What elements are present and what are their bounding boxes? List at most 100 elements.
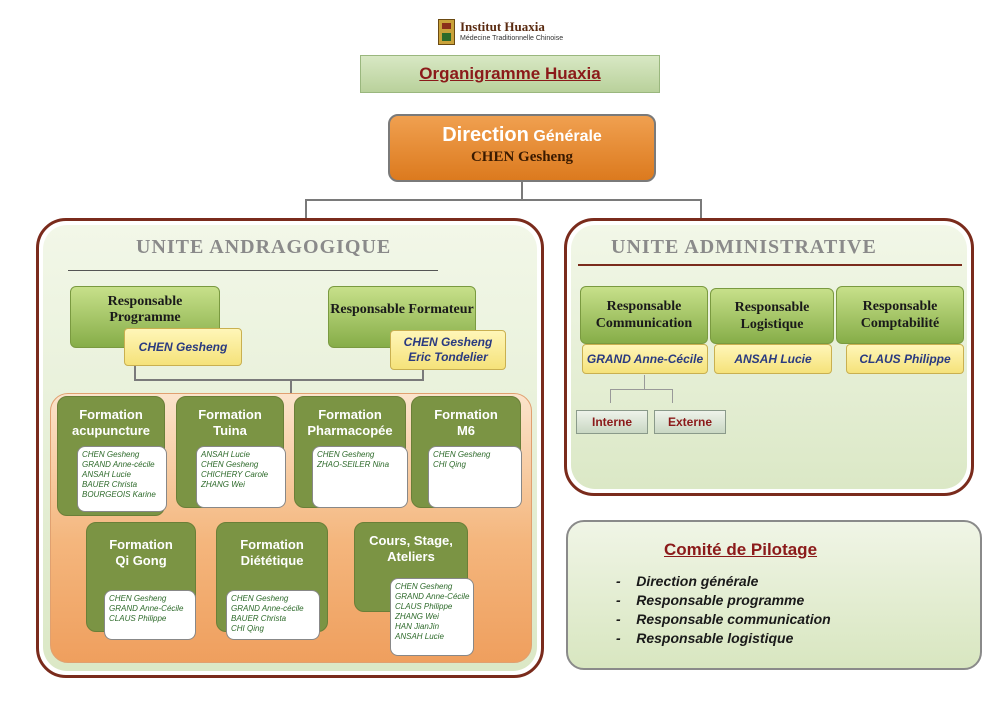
formation-qi-gong-title: Formation Qi Gong (109, 537, 173, 568)
person: CLAUS Philippe (109, 614, 167, 623)
person: CLAUS Philippe (395, 602, 453, 611)
connector-formations (290, 379, 292, 393)
comite-item-label: Direction générale (636, 573, 759, 589)
person: HAN JianJin (395, 622, 440, 631)
interne-box: Interne (576, 410, 648, 434)
formation-dietetique-title: Formation Diététique (240, 537, 304, 568)
formation-dietetique-people: CHEN Gesheng GRAND Anne-cécile BAUER Chr… (226, 590, 320, 640)
person: CHICHERY Carole (201, 470, 269, 479)
responsable-communication-label: Responsable Communication (595, 299, 693, 331)
comite-pilotage (566, 520, 982, 670)
person: CHI Qing (433, 460, 466, 469)
connector-direction-down (521, 182, 523, 200)
person: ANSAH Lucie (395, 632, 444, 641)
connector-right-unit (700, 199, 702, 219)
person: CHEN Gesheng (109, 594, 167, 603)
connector-communication-bracket (610, 389, 672, 390)
connector-formateur (422, 370, 424, 381)
responsable-communication-box: Responsable Communication (580, 286, 708, 344)
connector-externe (672, 389, 673, 403)
comite-item-4: - Responsable logistique (616, 630, 794, 646)
responsable-comptabilite-name: CLAUS Philippe (859, 352, 951, 366)
direction-generale-box: Direction Générale CHEN Gesheng (388, 114, 656, 182)
person: ANSAH Lucie (82, 470, 131, 479)
responsable-comptabilite-label: Responsable Comptabilité (860, 299, 940, 331)
comite-item-1: - Direction générale (616, 573, 759, 589)
responsable-formateur-label: Responsable Formateur (330, 302, 474, 317)
formation-m6-people: CHEN Gesheng CHI Qing (428, 446, 522, 508)
comite-item-label: Responsable logistique (636, 630, 794, 646)
person: GRAND Anne-cécile (82, 460, 155, 469)
responsable-logistique-name: ANSAH Lucie (734, 352, 812, 366)
externe-label: Externe (667, 415, 713, 429)
logo-name: Institut Huaxia (460, 19, 545, 34)
responsable-programme-label: Responsable Programme (107, 294, 183, 325)
formation-tuina-people: ANSAH Lucie CHEN Gesheng CHICHERY Carole… (196, 446, 286, 508)
person: BAUER Christa (82, 480, 138, 489)
person: ZHAO-SEILER Nina (317, 460, 390, 469)
formation-tuina-title: Formation Tuina (198, 407, 262, 438)
responsable-formateur-names-box: CHEN Gesheng Eric Tondelier (390, 330, 506, 370)
person: GRAND Anne-cécile (231, 604, 304, 613)
connector-interne (610, 389, 611, 403)
person: ZHANG Wei (395, 612, 439, 621)
chart-title-box: Organigramme Huaxia (360, 55, 660, 93)
unite-andragogique-title: UNITE ANDRAGOGIQUE (136, 236, 392, 258)
connector-communication (644, 375, 645, 389)
responsable-logistique-box: Responsable Logistique (710, 288, 834, 344)
formation-pharmacopee-people: CHEN Gesheng ZHAO-SEILER Nina (312, 446, 408, 508)
formation-pharmacopee-title: Formation Pharmacopée (307, 407, 393, 438)
formation-qi-gong-people: CHEN Gesheng GRAND Anne-Cécile CLAUS Phi… (104, 590, 196, 640)
connector-direction-horizontal (305, 199, 702, 201)
formation-cours-title: Cours, Stage, Ateliers (369, 533, 453, 564)
formation-acupuncture-people: CHEN Gesheng GRAND Anne-cécile ANSAH Luc… (77, 446, 167, 512)
responsable-formateur-name-1: CHEN Gesheng (403, 335, 493, 349)
comite-item-3: - Responsable communication (616, 611, 831, 627)
person: CHI Qing (231, 624, 264, 633)
person: CHEN Gesheng (231, 594, 289, 603)
person: ZHANG Wei (201, 480, 245, 489)
direction-title: Direction Générale (390, 124, 654, 147)
comite-list: - Direction générale - Responsable progr… (616, 572, 831, 648)
responsable-comptabilite-name-box: CLAUS Philippe (846, 344, 964, 374)
logo-icon (438, 19, 455, 45)
person: GRAND Anne-Cécile (395, 592, 470, 601)
responsable-comptabilite-box: Responsable Comptabilité (836, 286, 964, 344)
responsable-programme-name: CHEN Gesheng (138, 340, 228, 354)
formation-m6-title: Formation M6 (434, 407, 498, 438)
person: CHEN Gesheng (433, 450, 491, 459)
person: CHEN Gesheng (395, 582, 453, 591)
person: CHEN Gesheng (317, 450, 375, 459)
direction-name: CHEN Gesheng (470, 149, 574, 165)
direction-title-a: Direction (442, 124, 529, 146)
responsable-logistique-label: Responsable Logistique (734, 300, 810, 332)
responsable-communication-name: GRAND Anne-Cécile (586, 352, 704, 366)
formation-cours-people: CHEN Gesheng GRAND Anne-Cécile CLAUS Phi… (390, 578, 474, 656)
person: BAUER Christa (231, 614, 287, 623)
externe-box: Externe (654, 410, 726, 434)
andragogique-divider (68, 270, 438, 271)
direction-title-b: Générale (528, 128, 602, 145)
connector-left-unit (305, 199, 307, 219)
unite-administrative-title: UNITE ADMINISTRATIVE (611, 236, 877, 258)
connector-bracket (134, 379, 424, 381)
responsable-logistique-name-box: ANSAH Lucie (714, 344, 832, 374)
person: CHEN Gesheng (82, 450, 140, 459)
responsable-communication-name-box: GRAND Anne-Cécile (582, 344, 708, 374)
responsable-formateur-name-2: Eric Tondelier (408, 350, 488, 364)
person: GRAND Anne-Cécile (109, 604, 184, 613)
person: BOURGEOIS Karine (82, 490, 156, 499)
comite-item-label: Responsable communication (636, 611, 831, 627)
administrative-divider (578, 264, 962, 266)
interne-label: Interne (591, 415, 632, 429)
comite-title: Comité de Pilotage (664, 540, 818, 559)
person: CHEN Gesheng (201, 460, 259, 469)
connector-programme (134, 366, 136, 380)
logo-subtitle: Médecine Traditionnelle Chinoise (460, 35, 564, 42)
formation-acupuncture-title: Formation acupuncture (71, 407, 150, 438)
comite-item-label: Responsable programme (636, 592, 805, 608)
responsable-programme-name-box: CHEN Gesheng (124, 328, 242, 366)
chart-title: Organigramme Huaxia (419, 64, 601, 83)
person: ANSAH Lucie (201, 450, 250, 459)
comite-item-2: - Responsable programme (616, 592, 805, 608)
